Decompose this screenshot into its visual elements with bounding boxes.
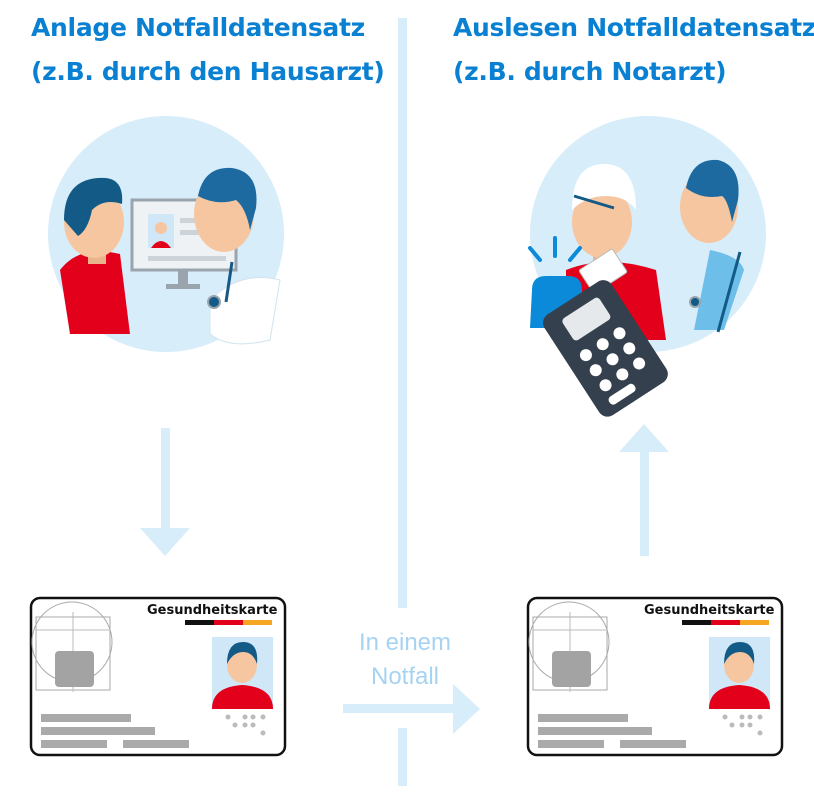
- arrow-down-icon: [140, 428, 190, 556]
- divider-top: [398, 18, 407, 608]
- emergency-label-line2: Notfall: [370, 663, 440, 690]
- emergency-reading-illustration: [528, 116, 766, 417]
- health-card-left: [29, 596, 287, 757]
- card-title-left: Gesundheitskarte: [147, 603, 278, 618]
- health-card-right: [526, 596, 784, 757]
- left-title: Anlage Notfalldatensatz (z.B. durch den …: [31, 13, 385, 86]
- right-title: Auslesen Notfalldatensatz (z.B. durch No…: [453, 13, 814, 86]
- doctor-patient-illustration: [48, 116, 284, 352]
- card-title-right: Gesundheitskarte: [644, 603, 775, 618]
- arrow-up-icon: [619, 424, 669, 556]
- divider-bottom: [398, 728, 407, 786]
- emergency-label-line1: In einem: [358, 629, 452, 656]
- arrow-right-icon: [343, 684, 480, 734]
